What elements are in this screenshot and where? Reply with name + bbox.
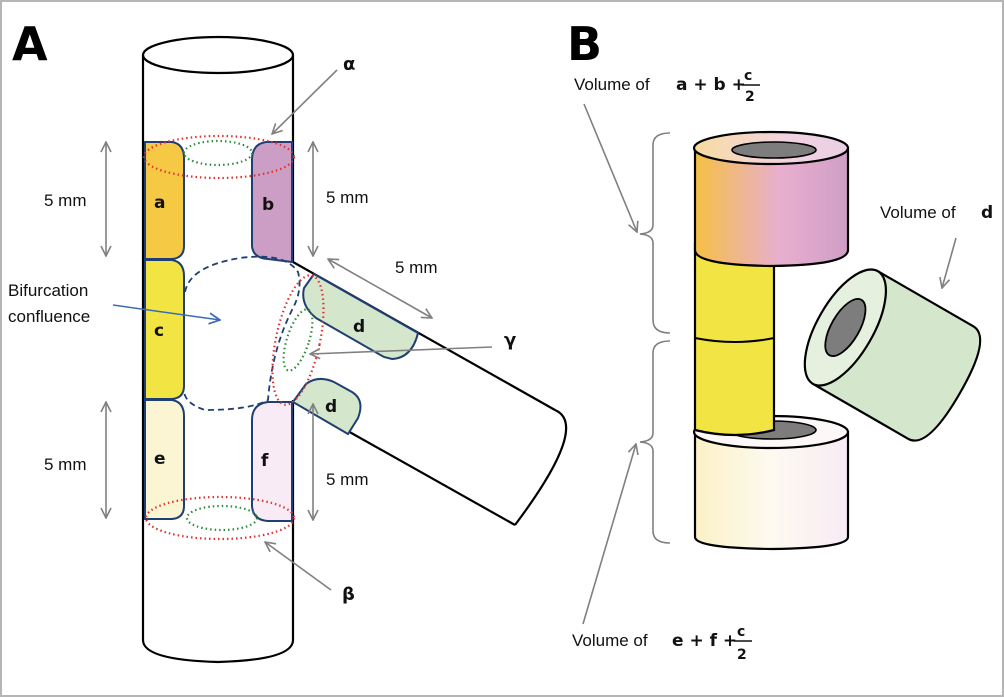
bifurcation-confluence-outline	[183, 255, 301, 411]
segment-a-label: a	[154, 193, 165, 213]
beta-pointer-arrow	[265, 542, 332, 591]
beta-outer-ring	[144, 495, 296, 541]
alpha-inner-ring	[182, 139, 254, 167]
segment-f-label: f	[261, 451, 269, 471]
proximal-fraction-numerator: c	[744, 68, 752, 84]
segment-d-lower-label: d	[325, 397, 337, 417]
alpha-label: α	[343, 54, 355, 75]
beta-label: β	[342, 584, 355, 605]
bifurcation-confluence-label-line1: Bifurcation	[8, 281, 88, 300]
middle-volume-column	[693, 242, 776, 437]
gamma-pointer-arrow	[310, 346, 493, 354]
distal-volume-terms: e + f +	[672, 631, 737, 651]
dimension-label-right-bottom: 5 mm	[326, 470, 369, 489]
proximal-pointer-arrow	[583, 103, 637, 232]
proximal-volume-prefix: Volume of	[574, 75, 650, 94]
distal-bracket	[639, 340, 671, 544]
dimension-label-right-top: 5 mm	[326, 188, 369, 207]
segment-b	[251, 141, 293, 264]
dimension-label-left-top: 5 mm	[44, 191, 87, 210]
proximal-volume-cylinder	[692, 130, 850, 268]
dimension-label-left-bottom: 5 mm	[44, 455, 87, 474]
segment-a	[144, 141, 185, 260]
distal-pointer-arrow	[582, 444, 636, 625]
side-volume-cylinder	[803, 268, 982, 442]
dimension-arrow-side-branch	[328, 259, 432, 318]
bifurcation-confluence-label-line2: confluence	[8, 307, 90, 326]
bifurcation-confluence-pointer	[112, 304, 220, 320]
proximal-volume-terms: a + b +	[676, 75, 746, 95]
proximal-fraction-denominator: 2	[745, 89, 755, 105]
segment-e-label: e	[154, 449, 166, 469]
distal-volume-cylinder	[692, 414, 850, 551]
segment-d-upper-label: d	[353, 317, 365, 337]
segment-e	[144, 399, 185, 520]
gamma-outer-ring	[271, 274, 325, 406]
side-volume-prefix: Volume of	[880, 203, 956, 222]
distal-volume-prefix: Volume of	[572, 631, 648, 650]
alpha-pointer-arrow	[272, 69, 338, 134]
segment-b-label: b	[262, 195, 274, 215]
dimension-label-side-branch: 5 mm	[395, 258, 438, 277]
side-volume-term: d	[981, 203, 993, 223]
gamma-label: γ	[504, 330, 516, 351]
distal-fraction-numerator: c	[737, 624, 745, 640]
segment-c-label: c	[154, 321, 164, 341]
proximal-bracket	[639, 132, 671, 334]
side-pointer-arrow	[942, 237, 957, 288]
segment-c	[144, 259, 185, 400]
panel-b-label: B	[567, 17, 602, 71]
beta-inner-ring	[185, 504, 259, 532]
segment-d-lower	[291, 378, 362, 436]
panel-a-label: A	[12, 17, 48, 71]
distal-fraction-denominator: 2	[737, 647, 747, 663]
alpha-outer-ring	[142, 134, 296, 180]
gamma-inner-ring	[282, 308, 314, 372]
